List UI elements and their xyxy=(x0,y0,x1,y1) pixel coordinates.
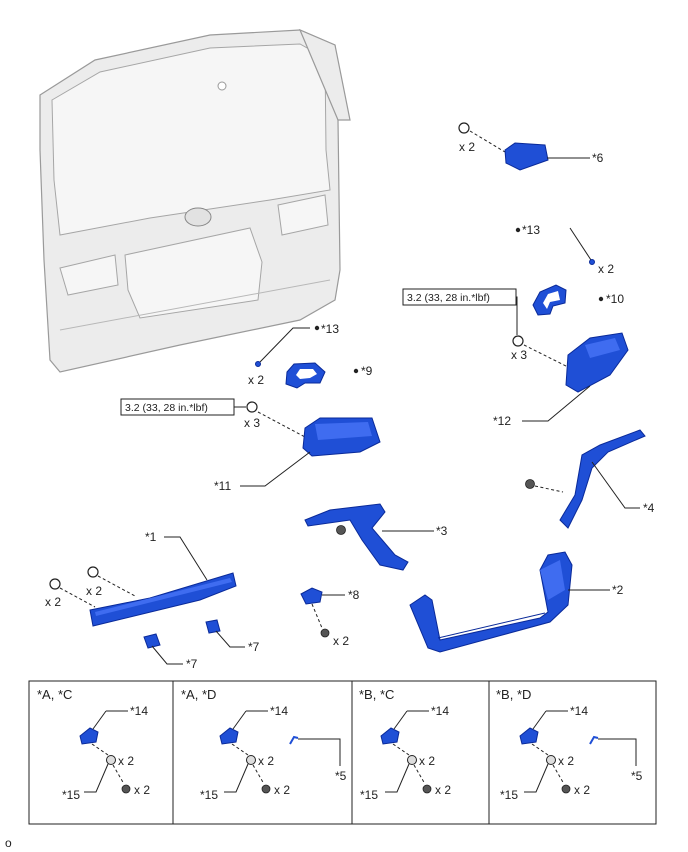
torque-label-right: 3.2 (33, 28 in.*lbf) xyxy=(407,292,490,304)
variant-4-header: *B, *D xyxy=(496,687,531,702)
part-7-left xyxy=(143,633,183,665)
part-1 xyxy=(49,536,237,627)
torque-box-left xyxy=(120,398,246,416)
callout-7-right: *7 xyxy=(248,640,260,654)
variant-3-qty-a: x 2 xyxy=(419,754,435,768)
variant-3-qty-b: x 2 xyxy=(435,783,451,797)
part-2 xyxy=(409,551,610,653)
variant-2-qty-a: x 2 xyxy=(258,754,274,768)
variant-3-callout-15: *15 xyxy=(360,788,378,802)
variant-3-header: *B, *C xyxy=(359,687,394,702)
variant-cell-4 xyxy=(519,710,637,794)
callout-9: *9 xyxy=(361,364,373,378)
variant-2-callout-5: *5 xyxy=(335,769,347,783)
part-10 xyxy=(532,284,604,316)
callout-11: *11 xyxy=(214,479,231,493)
callout-10: *10 xyxy=(606,292,624,306)
part-3 xyxy=(304,503,434,571)
variant-4-callout-15: *15 xyxy=(500,788,518,802)
quantity-1a: x 2 xyxy=(45,595,61,609)
callout-6: *6 xyxy=(592,151,604,165)
callout-13-right: *13 xyxy=(522,223,540,237)
quantity-13-right: x 2 xyxy=(598,262,614,276)
callout-2: *2 xyxy=(612,583,624,597)
callout-4: *4 xyxy=(643,501,655,515)
variant-2-callout-15: *15 xyxy=(200,788,218,802)
callout-8: *8 xyxy=(348,588,360,602)
callout-7-left: *7 xyxy=(186,657,198,671)
part-12 xyxy=(512,332,629,422)
variant-3-callout-14: *14 xyxy=(431,704,449,718)
variant-2-header: *A, *D xyxy=(181,687,216,702)
callout-12: *12 xyxy=(493,414,511,428)
variant-1-header: *A, *C xyxy=(37,687,72,702)
torque-box-right xyxy=(402,288,518,335)
part-4 xyxy=(525,429,646,529)
quantity-12: x 3 xyxy=(511,348,527,362)
torque-label-left: 3.2 (33, 28 in.*lbf) xyxy=(125,402,208,414)
variant-1-callout-14: *14 xyxy=(130,704,148,718)
variant-4-qty-b: x 2 xyxy=(574,783,590,797)
part-13-right xyxy=(515,227,595,265)
quantity-1b: x 2 xyxy=(86,584,102,598)
part-11 xyxy=(240,401,381,487)
callout-13-left: *13 xyxy=(321,322,339,336)
variant-4-callout-5: *5 xyxy=(631,769,643,783)
footer-code: o xyxy=(5,836,12,850)
part-9 xyxy=(285,362,359,389)
part-8 xyxy=(300,587,345,638)
part-7-right xyxy=(205,619,245,648)
callout-3: *3 xyxy=(436,524,448,538)
variant-cell-3 xyxy=(380,710,432,794)
variant-4-callout-14: *14 xyxy=(570,704,588,718)
variant-2-qty-b: x 2 xyxy=(274,783,290,797)
variant-4-qty-a: x 2 xyxy=(558,754,574,768)
quantity-8: x 2 xyxy=(333,634,349,648)
variant-1-qty-b: x 2 xyxy=(134,783,150,797)
variant-table xyxy=(28,680,657,825)
back-door-illustration xyxy=(39,28,351,373)
variant-1-qty-a: x 2 xyxy=(118,754,134,768)
variant-cell-1 xyxy=(79,710,131,794)
quantity-13-left: x 2 xyxy=(248,373,264,387)
callout-1: *1 xyxy=(145,530,157,544)
part-13-left xyxy=(255,325,320,367)
variant-cell-2 xyxy=(219,710,341,794)
part-6 xyxy=(458,122,590,171)
variant-1-callout-15: *15 xyxy=(62,788,80,802)
variant-2-callout-14: *14 xyxy=(270,704,288,718)
quantity-11: x 3 xyxy=(244,416,260,430)
quantity-6: x 2 xyxy=(459,140,475,154)
